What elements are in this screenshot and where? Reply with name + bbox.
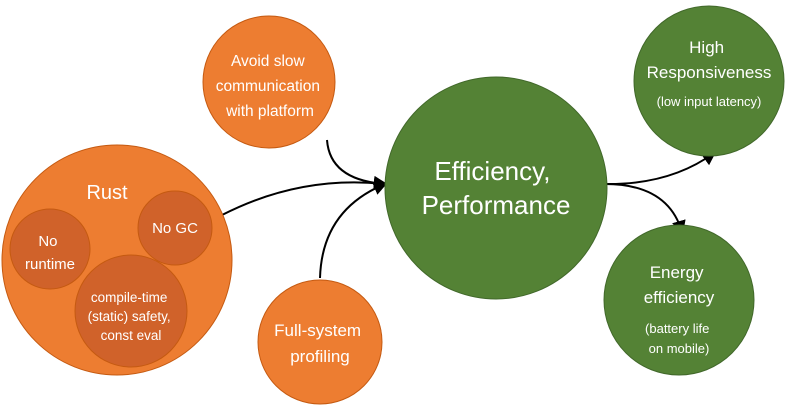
efficiency-circle xyxy=(384,76,608,300)
no-gc-label: No GC xyxy=(152,220,198,237)
compile-time-circle xyxy=(74,254,188,368)
no-runtime-label: No runtime xyxy=(25,233,75,273)
rust-label: Rust xyxy=(86,182,128,204)
full-system-circle xyxy=(257,279,383,405)
energy-label: Energy efficiency xyxy=(644,263,715,307)
compile-time-label: compile-time (static) safety, const eval xyxy=(88,290,175,343)
arrow-efficiency-to-responsiveness xyxy=(604,151,717,186)
arrow-rust-to-efficiency xyxy=(221,175,388,216)
avoid-slow-circle xyxy=(202,15,336,149)
avoid-slow-node: Avoid slow communication with platform xyxy=(202,15,336,149)
no-gc-circle xyxy=(137,190,213,266)
full-system-label: Full-system profiling xyxy=(274,321,366,366)
efficiency-node: Efficiency, Performance xyxy=(384,76,608,300)
energy-sub: (battery life on mobile) xyxy=(645,321,713,356)
rust-node: Rust No runtime No GC compile-time (stat… xyxy=(1,144,233,376)
high-responsiveness-label: High Responsiveness xyxy=(647,38,772,82)
high-responsiveness-circle xyxy=(633,5,785,157)
energy-node: Energy efficiency (battery life on mobil… xyxy=(603,224,755,376)
energy-circle xyxy=(603,224,755,376)
arrow-efficiency-to-energy xyxy=(604,183,686,235)
arrow-avoid-slow-to-efficiency xyxy=(326,139,388,191)
high-responsiveness-node: High Responsiveness (low input latency) xyxy=(633,5,785,157)
no-runtime-circle xyxy=(9,208,91,290)
avoid-slow-label: Avoid slow communication with platform xyxy=(216,53,325,120)
efficiency-label: Efficiency, Performance xyxy=(422,156,571,220)
arrow-profiling-to-efficiency xyxy=(319,181,388,279)
high-responsiveness-sub: (low input latency) xyxy=(657,94,762,109)
full-system-node: Full-system profiling xyxy=(257,279,383,405)
